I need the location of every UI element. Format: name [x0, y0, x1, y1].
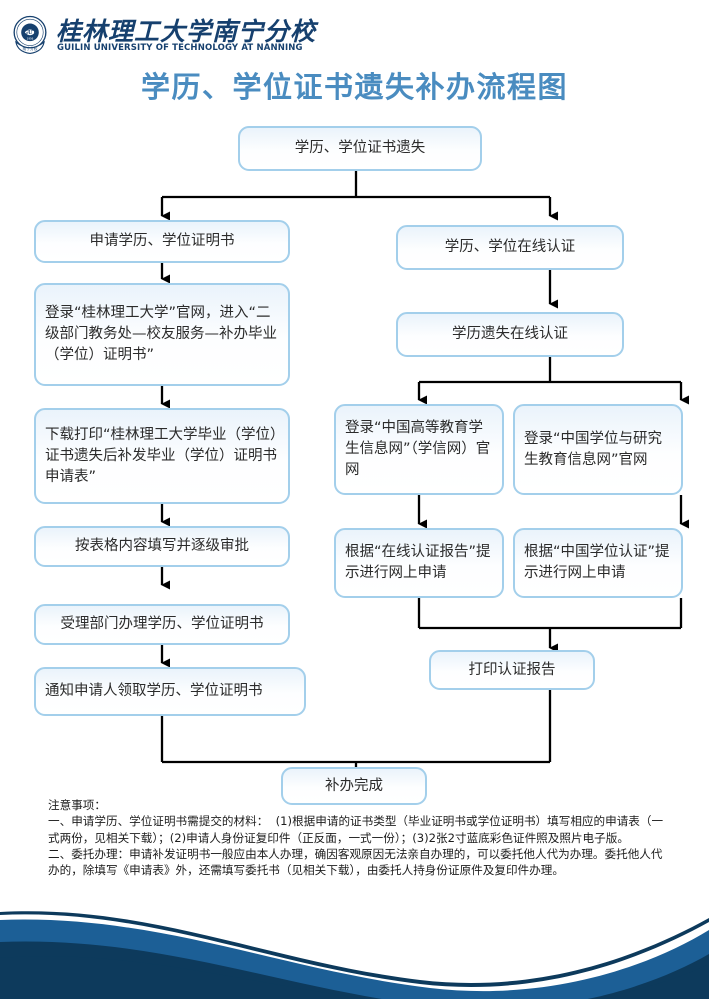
svg-text:GUT: GUT [23, 30, 36, 36]
flow-node-label: 通知申请人领取学历、学位证明书 [45, 683, 263, 699]
svg-text:1956: 1956 [27, 36, 34, 40]
flow-node-label: 学历、学位证书遗失 [294, 140, 426, 156]
flow-node-end[interactable]: 补办完成 [281, 767, 427, 805]
svg-text:南宁分校: 南宁分校 [23, 46, 38, 51]
flow-node-label: 根据“中国学位认证”提示进行网上申请 [524, 544, 670, 581]
flow-node-l4[interactable]: 按表格内容填写并逐级审批 [34, 526, 290, 567]
flow-node-label: 根据“在线认证报告”提示进行网上申请 [345, 544, 491, 581]
flow-node-l2[interactable]: 登录“桂林理工大学”官网，进入“二级部门教务处—校友服务—补办毕业（学位）证明书… [34, 283, 290, 386]
university-name-en: GUILIN UNIVERSITY OF TECHNOLOGY AT NANNI… [57, 43, 303, 53]
page-header: GUT 1956 南宁分校 桂林理工大学南宁分校 GUILIN UNIVERSI… [0, 0, 709, 62]
footer-wave-decoration [0, 911, 709, 999]
flow-node-label: 学历遗失在线认证 [452, 326, 568, 342]
flow-node-label: 下载打印“桂林理工大学毕业（学位）证书遗失后补发毕业（学位）证明书申请表” [45, 426, 278, 485]
flow-node-label: 受理部门办理学历、学位证明书 [60, 616, 264, 632]
flow-node-label: 打印认证报告 [468, 661, 556, 678]
notes-item-2: 二、委托办理：申请补发证明书一般应由本人办理，确因客观原因无法亲自办理的，可以委… [48, 846, 663, 878]
flow-node-label: 登录“中国高等教育学生信息网”（学信网）官网 [345, 420, 491, 478]
flow-node-r1[interactable]: 学历、学位在线认证 [396, 225, 624, 270]
flow-node-label: 登录“中国学位与研究生教育信息网”官网 [524, 430, 663, 468]
flow-node-l3[interactable]: 下载打印“桂林理工大学毕业（学位）证书遗失后补发毕业（学位）证明书申请表” [34, 408, 290, 504]
notes-heading: 注意事项： [48, 798, 106, 812]
flow-node-label: 申请学历、学位证明书 [89, 233, 235, 249]
flow-node-r4b[interactable]: 根据“中国学位认证”提示进行网上申请 [513, 528, 683, 598]
flow-node-l6[interactable]: 通知申请人领取学历、学位证明书 [34, 667, 306, 716]
flow-node-label: 补办完成 [325, 777, 383, 794]
flow-node-r3b[interactable]: 登录“中国学位与研究生教育信息网”官网 [513, 404, 683, 495]
flow-node-r2[interactable]: 学历遗失在线认证 [396, 312, 624, 357]
flow-node-l1[interactable]: 申请学历、学位证明书 [34, 220, 290, 263]
university-name-cn: 桂林理工大学南宁分校 [56, 17, 317, 46]
flow-node-r3a[interactable]: 登录“中国高等教育学生信息网”（学信网）官网 [334, 404, 504, 495]
notes-section: 注意事项： 一、申请学历、学位证明书需提交的材料： (1)根据申请的证书类型（毕… [48, 797, 668, 878]
flowchart: 学历、学位证书遗失 申请学历、学位证明书 登录“桂林理工大学”官网，进入“二级部… [34, 126, 689, 805]
flow-node-r4a[interactable]: 根据“在线认证报告”提示进行网上申请 [334, 528, 504, 598]
flow-node-print-report[interactable]: 打印认证报告 [429, 650, 595, 690]
flow-node-label: 学历、学位在线认证 [444, 239, 576, 255]
flow-node-l5[interactable]: 受理部门办理学历、学位证明书 [34, 604, 290, 645]
flow-node-label: 按表格内容填写并逐级审批 [75, 538, 249, 554]
flow-node-label: 登录“桂林理工大学”官网，进入“二级部门教务处—校友服务—补办毕业（学位）证明书… [45, 305, 277, 363]
university-crest-icon: GUT 1956 南宁分校 [13, 15, 47, 55]
page-title: 学历、学位证书遗失补办流程图 [140, 70, 568, 104]
flow-node-start[interactable]: 学历、学位证书遗失 [238, 126, 482, 171]
notes-item-1: 一、申请学历、学位证明书需提交的材料： (1)根据申请的证书类型（毕业证明书或学… [48, 814, 664, 845]
